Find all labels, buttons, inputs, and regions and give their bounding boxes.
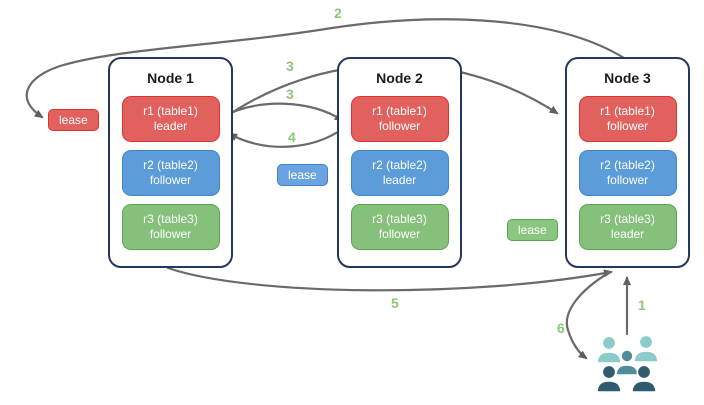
node-2-replica-r2: r2 (table2) leader <box>350 150 449 196</box>
node-3-replica-r2: r2 (table2) follower <box>578 150 677 196</box>
node-3-title: Node 3 <box>604 70 651 86</box>
replica-role-label: leader <box>153 119 188 133</box>
step-label-3b: 3 <box>286 86 294 102</box>
replica-range-label: r3 (table3) <box>600 212 655 226</box>
step-label-2: 2 <box>334 5 342 21</box>
replica-range-label: r3 (table3) <box>143 212 198 226</box>
arrow-5-node1-to-node3 <box>166 266 613 292</box>
replica-role-label: leader <box>610 227 645 241</box>
step-label-1: 1 <box>638 297 646 313</box>
replica-role-label: follower <box>149 173 192 187</box>
step-label-3a: 3 <box>286 58 294 74</box>
node-1-replica-r2: r2 (table2) follower <box>121 150 220 196</box>
node-1: Node 1 r1 (table1) leader r2 (table2) fo… <box>108 57 233 268</box>
replica-role-label: follower <box>606 173 649 187</box>
step-label-4: 4 <box>288 129 296 145</box>
step-label-5: 5 <box>391 295 399 311</box>
replica-range-label: r1 (table1) <box>372 104 427 118</box>
node-1-replica-r3: r3 (table3) follower <box>121 204 220 250</box>
replica-range-label: r3 (table3) <box>372 212 427 226</box>
lease-badge-r3: lease <box>507 219 558 241</box>
node-2-title: Node 2 <box>376 70 423 86</box>
arrow-3-leader-to-node2-follower <box>222 102 344 122</box>
replica-role-label: leader <box>382 173 417 187</box>
node-1-title: Node 1 <box>147 70 194 86</box>
replica-range-label: r1 (table1) <box>143 104 198 118</box>
step-label-6: 6 <box>557 320 565 336</box>
node-1-replica-r1: r1 (table1) leader <box>121 96 220 142</box>
replica-role-label: follower <box>606 119 649 133</box>
replica-role-label: follower <box>149 227 192 241</box>
node-3: Node 3 r1 (table1) follower r2 (table2) … <box>565 57 690 268</box>
arrow-6-node3-to-users <box>565 270 612 360</box>
replica-role-label: follower <box>378 119 421 133</box>
lease-badge-r2: lease <box>277 164 328 186</box>
node-2-replica-r3: r3 (table3) follower <box>350 204 449 250</box>
node-2-replica-r1: r1 (table1) follower <box>350 96 449 142</box>
replica-range-label: r2 (table2) <box>600 158 655 172</box>
node-2: Node 2 r1 (table1) follower r2 (table2) … <box>337 57 462 268</box>
arrow-2-node3-to-leaseholder <box>25 18 626 119</box>
node-3-replica-r3: r3 (table3) leader <box>578 204 677 250</box>
replica-range-label: r2 (table2) <box>372 158 427 172</box>
users-group-icon <box>596 334 659 393</box>
replica-range-label: r1 (table1) <box>600 104 655 118</box>
arrow-4-follower-ack-to-leader <box>228 126 346 148</box>
node-3-replica-r1: r1 (table1) follower <box>578 96 677 142</box>
lease-badge-r1: lease <box>48 109 99 131</box>
replica-role-label: follower <box>378 227 421 241</box>
replica-range-label: r2 (table2) <box>143 158 198 172</box>
